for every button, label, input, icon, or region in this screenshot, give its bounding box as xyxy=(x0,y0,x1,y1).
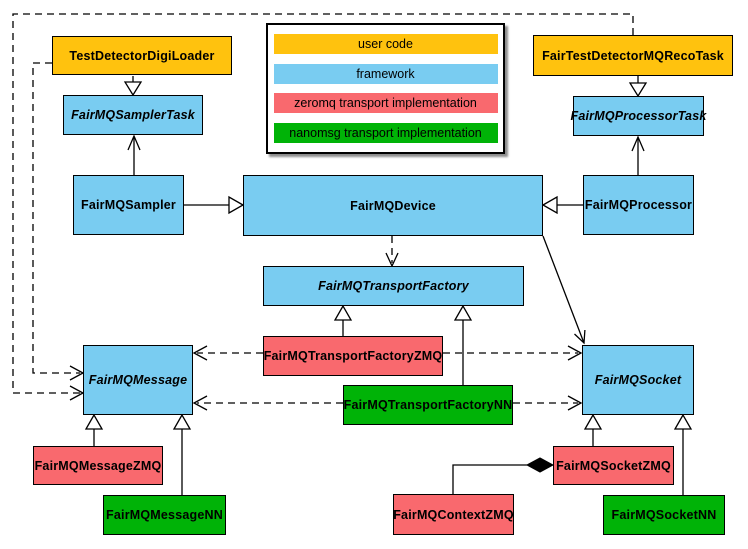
class-fairmq-message-zmq: FairMQMessageZMQ xyxy=(33,446,163,485)
legend-item-zeromq: zeromq transport implementation xyxy=(273,93,498,114)
class-fairmq-message-nn: FairMQMessageNN xyxy=(103,495,226,535)
class-fairmq-message: FairMQMessage xyxy=(83,345,193,415)
class-fairmq-transport-factory: FairMQTransportFactory xyxy=(263,266,524,306)
class-fairmq-context-zmq: FairMQContextZMQ xyxy=(393,494,514,535)
legend: user code framework zeromq transport imp… xyxy=(266,23,505,154)
class-fairmq-sampler: FairMQSampler xyxy=(73,175,184,235)
edge-inheritance-messagezmq-message xyxy=(84,413,104,446)
edge-inheritance-digiloader-samplertask xyxy=(123,76,143,97)
edge-association-sampler-samplertask xyxy=(127,134,141,175)
edge-inheritance-messagenn-message xyxy=(172,413,192,495)
edge-inheritance-processor-device xyxy=(541,195,583,215)
class-fairmq-transport-factory-zmq: FairMQTransportFactoryZMQ xyxy=(263,336,443,376)
edge-inheritance-sampler-device xyxy=(184,195,245,215)
edge-inheritance-recotask-processortask xyxy=(628,76,648,98)
edge-inheritance-factoryzmq-factory xyxy=(333,304,353,336)
edge-dependency-factoryzmq-socket xyxy=(443,345,583,361)
class-fair-test-detector-mq-reco-task: FairTestDetectorMQRecoTask xyxy=(533,35,733,76)
class-fairmq-processor-task: FairMQProcessorTask xyxy=(570,96,706,136)
edge-inheritance-socketnn-socket xyxy=(673,413,693,495)
class-fairmq-socket: FairMQSocket xyxy=(582,345,694,415)
edge-dependency-device-transportfactory xyxy=(385,236,399,268)
edge-association-processor-processortask xyxy=(631,135,645,175)
edge-inheritance-factorynn-factory xyxy=(453,304,473,385)
class-fairmq-socket-nn: FairMQSocketNN xyxy=(603,495,725,535)
edge-dependency-factorynn-message xyxy=(192,395,343,411)
class-fairmq-sampler-task: FairMQSamplerTask xyxy=(63,95,203,135)
legend-item-user-code: user code xyxy=(273,34,498,55)
edge-composition-socketzmq-contextzmq xyxy=(452,457,555,494)
class-fairmq-socket-zmq: FairMQSocketZMQ xyxy=(553,446,674,485)
class-fairmq-processor: FairMQProcessor xyxy=(583,175,694,235)
class-fairmq-device: FairMQDevice xyxy=(243,175,543,236)
class-fairmq-transport-factory-nn: FairMQTransportFactoryNN xyxy=(343,385,513,425)
edge-association-device-socket xyxy=(542,235,586,345)
legend-item-nanomsg: nanomsg transport implementation xyxy=(273,122,498,143)
edge-inheritance-socketzmq-socket xyxy=(583,413,603,446)
legend-item-framework: framework xyxy=(273,63,498,84)
class-test-detector-digi-loader: TestDetectorDigiLoader xyxy=(52,36,232,75)
edge-dependency-factoryzmq-message xyxy=(192,345,263,361)
edge-dependency-factorynn-socket xyxy=(513,395,583,411)
